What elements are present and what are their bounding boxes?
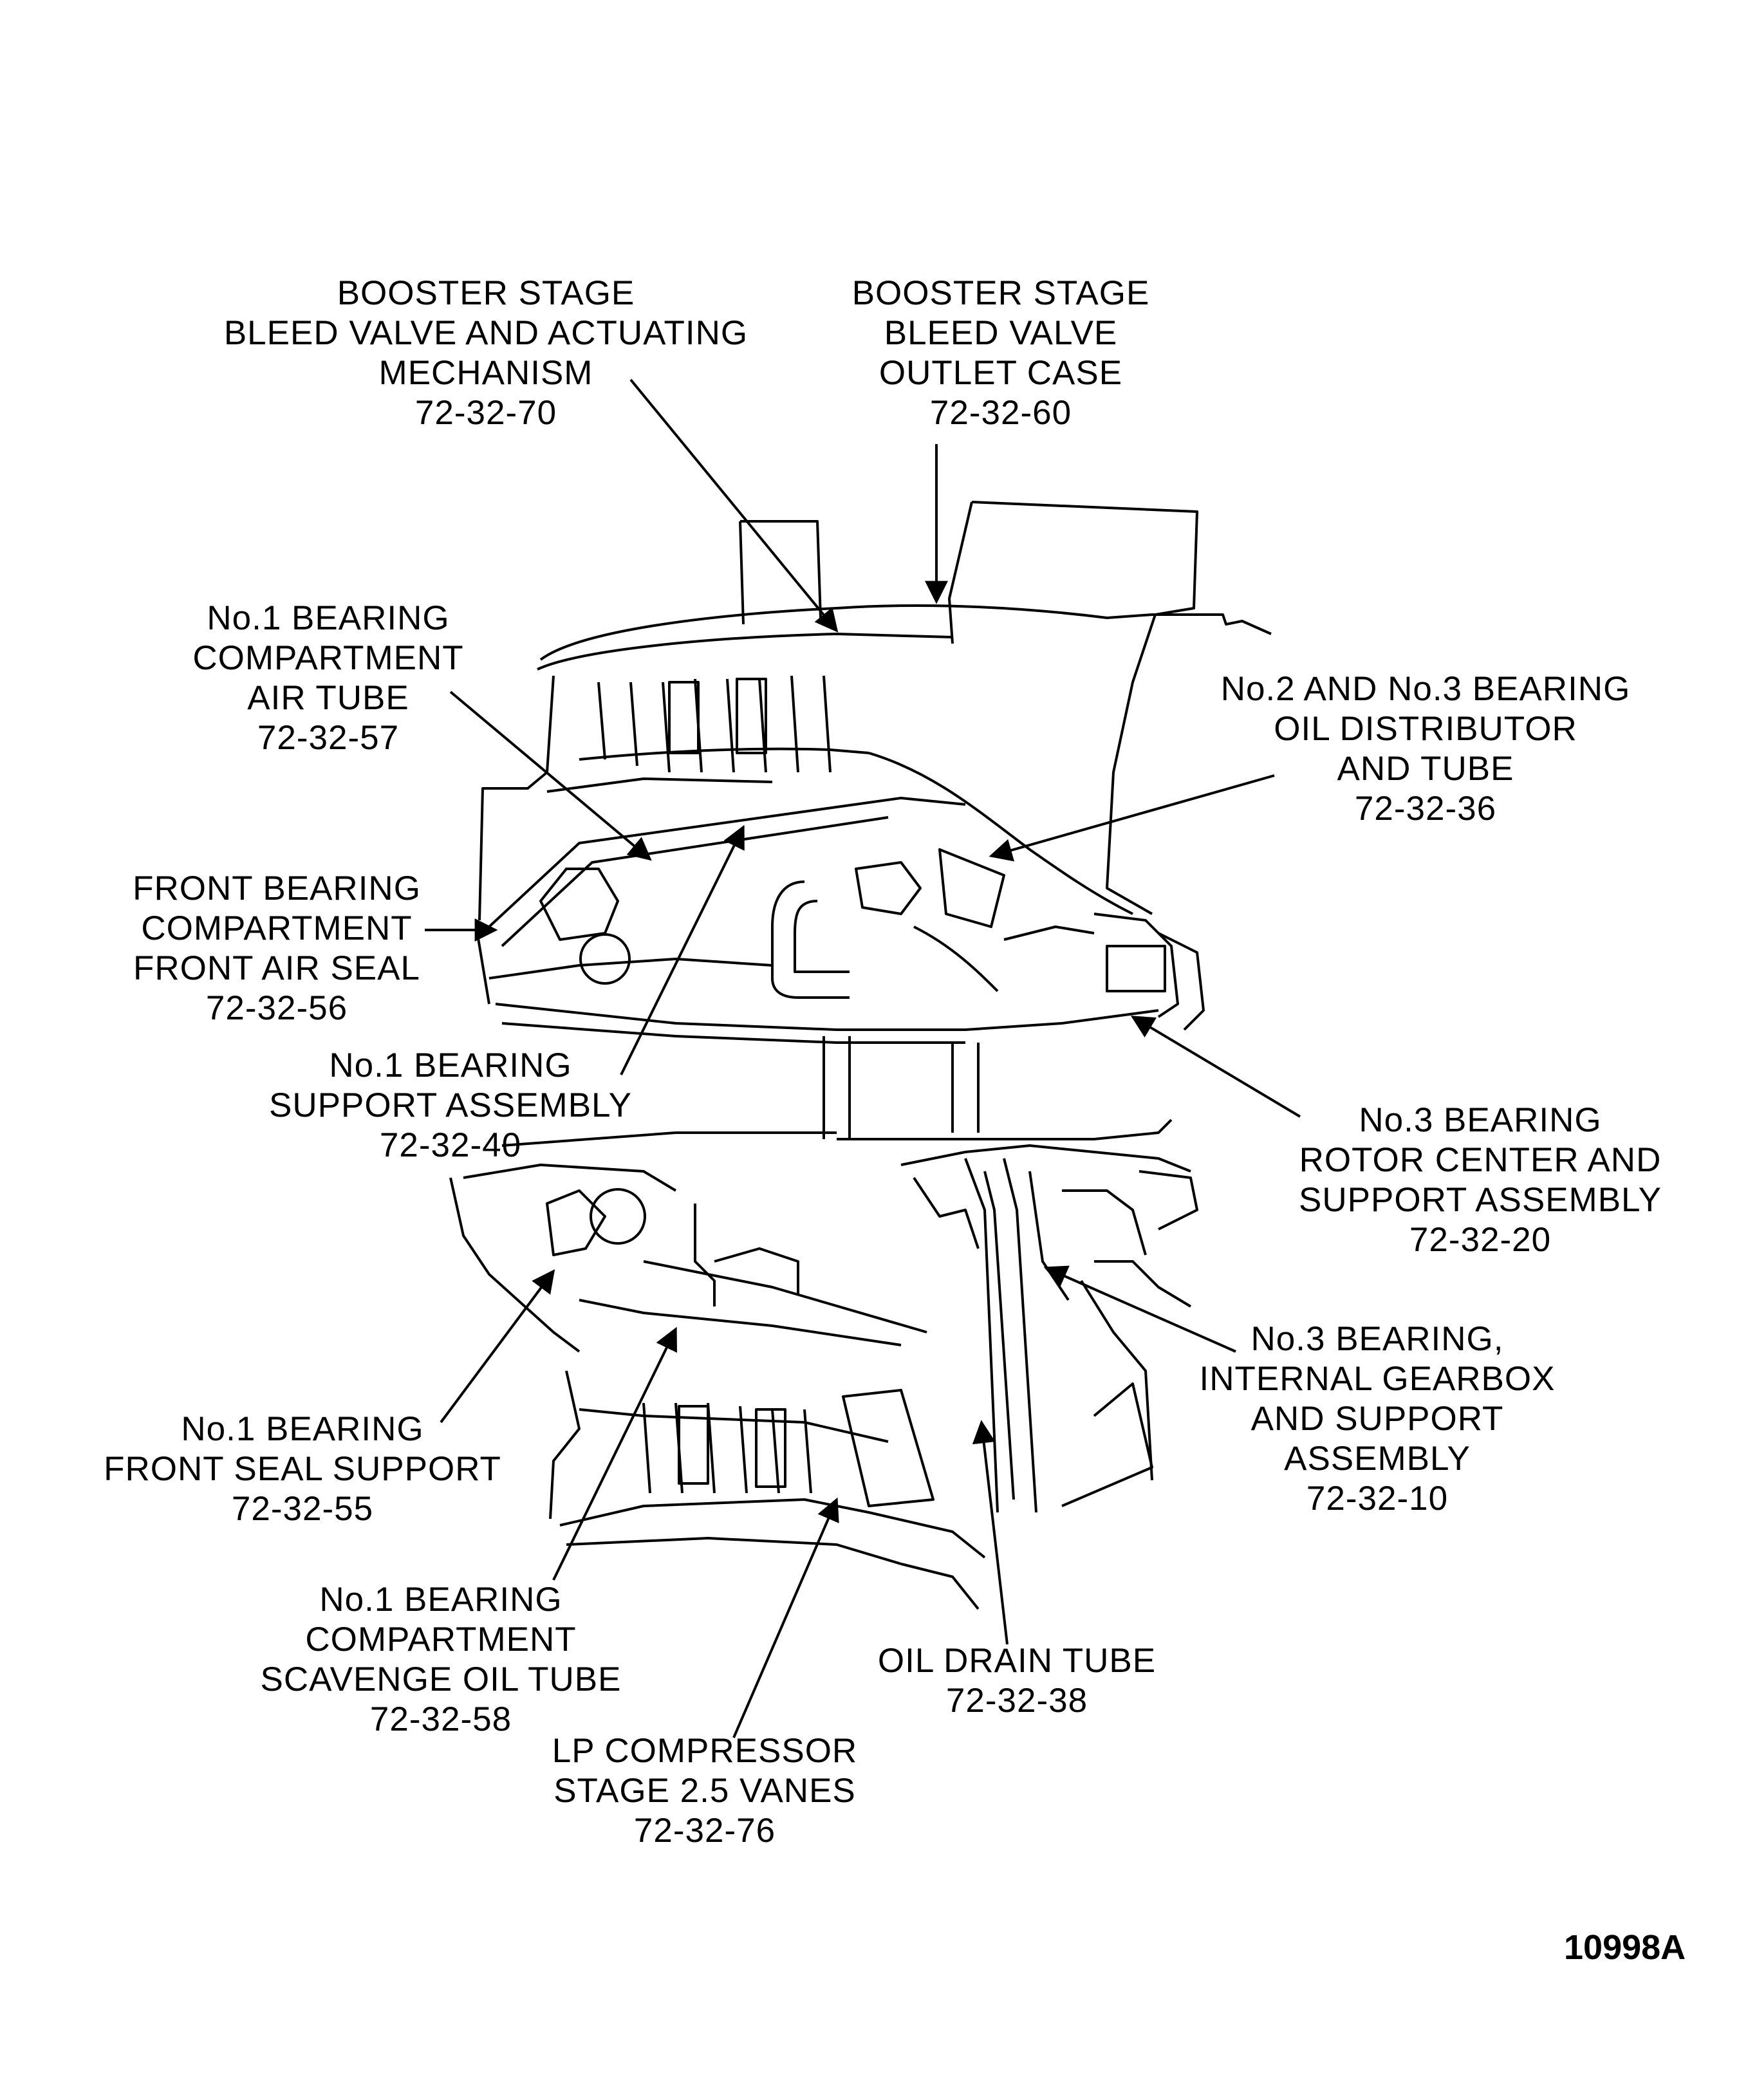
label-line: 72-32-20: [1409, 1221, 1552, 1259]
label-line: ASSEMBLY: [1284, 1440, 1471, 1478]
label-line: 72-32-36: [1354, 790, 1497, 828]
label-line: FRONT AIR SEAL: [133, 949, 420, 987]
label-line: BOOSTER STAGE: [337, 274, 635, 312]
label-line: ROTOR CENTER AND: [1299, 1141, 1662, 1179]
figure-number: 10998A: [1564, 1928, 1686, 1967]
leader-rotor-center: [1130, 1016, 1301, 1118]
label-line: OIL DRAIN TUBE: [877, 1642, 1157, 1680]
leader-front-seal-support: [440, 1269, 555, 1424]
label-line: BLEED VALVE AND ACTUATING: [223, 314, 748, 352]
label-no3-gearbox: No.3 BEARING, INTERNAL GEARBOX AND SUPPO…: [1200, 1319, 1556, 1519]
label-no1-scavenge-tube: No.1 BEARING COMPARTMENT SCAVENGE OIL TU…: [261, 1580, 622, 1740]
label-line: No.1 BEARING: [181, 1410, 424, 1448]
label-no3-rotor-center: No.3 BEARING ROTOR CENTER AND SUPPORT AS…: [1299, 1101, 1662, 1260]
leader-oil-drain: [972, 1420, 1009, 1645]
label-oil-distributor: No.2 AND No.3 BEARING OIL DISTRIBUTOR AN…: [1221, 669, 1631, 829]
leader-bleed-valve-mechanism: [629, 378, 839, 633]
leader-scavenge-tube: [552, 1326, 677, 1581]
label-no1-support-assembly: No.1 BEARING SUPPORT ASSEMBLY 72-32-40: [269, 1046, 632, 1166]
label-line: BLEED VALVE: [884, 314, 1118, 352]
label-line: AND SUPPORT: [1250, 1400, 1504, 1438]
label-line: AIR TUBE: [247, 679, 409, 717]
label-bleed-valve-mechanism: BOOSTER STAGE BLEED VALVE AND ACTUATING …: [224, 274, 748, 433]
label-line: COMPARTMENT: [141, 909, 413, 947]
label-no1-front-seal-support: No.1 BEARING FRONT SEAL SUPPORT 72-32-55: [104, 1409, 501, 1529]
label-line: No.2 AND No.3 BEARING: [1220, 670, 1631, 708]
label-no1-air-tube: No.1 BEARING COMPARTMENT AIR TUBE 72-32-…: [192, 599, 463, 758]
label-line: 72-32-76: [633, 1812, 776, 1850]
label-line: BOOSTER STAGE: [851, 274, 1150, 312]
label-line: 72-32-70: [414, 394, 557, 432]
engine-outline: [449, 501, 1272, 1610]
label-line: FRONT SEAL SUPPORT: [104, 1450, 501, 1488]
label-line: 72-32-58: [369, 1700, 512, 1738]
label-line: No.3 BEARING: [1359, 1101, 1602, 1139]
label-line: INTERNAL GEARBOX: [1199, 1360, 1556, 1398]
label-lp-vanes: LP COMPRESSOR STAGE 2.5 VANES 72-32-76: [552, 1731, 857, 1851]
label-line: FRONT BEARING: [133, 869, 421, 907]
label-line: OUTLET CASE: [879, 354, 1123, 392]
label-line: SCAVENGE OIL TUBE: [260, 1660, 622, 1698]
label-line: No.3 BEARING,: [1250, 1320, 1504, 1358]
label-line: LP COMPRESSOR: [552, 1732, 858, 1770]
leader-lp-vanes: [732, 1497, 839, 1738]
label-line: No.1 BEARING: [329, 1046, 572, 1084]
label-front-air-seal: FRONT BEARING COMPARTMENT FRONT AIR SEAL…: [133, 869, 421, 1028]
leader-air-tube: [449, 691, 652, 861]
label-line: OIL DISTRIBUTOR: [1274, 710, 1577, 748]
label-line: 72-32-40: [379, 1126, 522, 1164]
label-line: STAGE 2.5 VANES: [553, 1772, 856, 1810]
label-line: MECHANISM: [378, 354, 593, 392]
label-bleed-valve-outlet-case: BOOSTER STAGE BLEED VALVE OUTLET CASE 72…: [852, 274, 1150, 433]
label-line: SUPPORT ASSEMBLY: [1299, 1181, 1662, 1219]
label-line: AND TUBE: [1337, 750, 1514, 788]
label-line: COMPARTMENT: [305, 1621, 577, 1659]
leader-gearbox: [1043, 1265, 1236, 1353]
label-line: SUPPORT ASSEMBLY: [269, 1086, 632, 1124]
label-line: 72-32-10: [1306, 1480, 1449, 1518]
label-line: 72-32-56: [205, 989, 348, 1027]
label-line: 72-32-60: [929, 394, 1072, 432]
label-line: No.1 BEARING: [319, 1581, 562, 1619]
label-line: No.1 BEARING: [207, 599, 450, 637]
leader-lines: [425, 378, 1301, 1738]
leader-oil-distributor: [989, 774, 1275, 862]
label-line: COMPARTMENT: [192, 639, 464, 677]
leader-support-assembly: [620, 824, 745, 1075]
label-line: 72-32-38: [945, 1682, 1088, 1720]
label-line: 72-32-57: [257, 719, 400, 757]
label-line: 72-32-55: [231, 1490, 374, 1528]
label-oil-drain-tube: OIL DRAIN TUBE 72-32-38: [878, 1641, 1156, 1721]
